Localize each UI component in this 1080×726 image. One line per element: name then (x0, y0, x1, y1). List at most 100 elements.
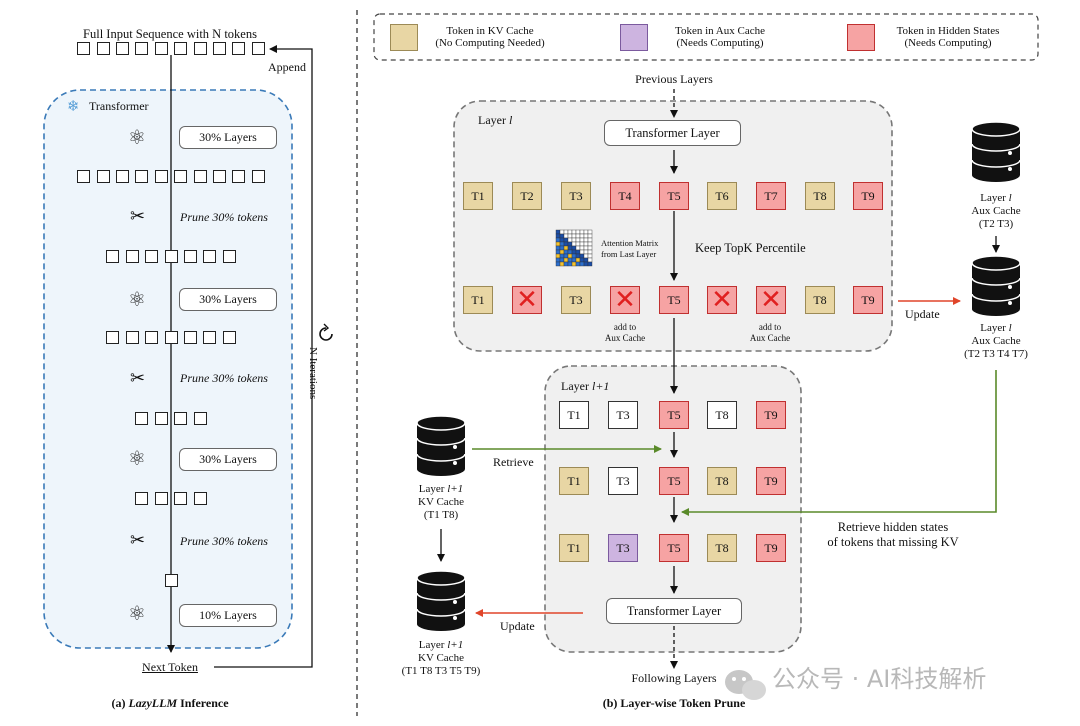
retrieve-hidden-line1: Retrieve hidden states (837, 520, 949, 534)
retrieve-label: Retrieve (493, 455, 534, 469)
token-cell: T5 (659, 467, 689, 495)
legend-aux-line1: Token in Aux Cache (675, 25, 765, 37)
token-cell: T5 (659, 534, 689, 562)
token-cell: T5 (659, 286, 689, 314)
layer-l-label: Layer l (478, 113, 512, 127)
token-square (135, 412, 149, 425)
token-cell: T4 (610, 182, 640, 210)
kv-cache-1-word: Layer (418, 483, 448, 495)
token-square (164, 331, 178, 344)
layer-l1-word: Layer (561, 379, 592, 393)
caption-a-emphasis: LazyLLM (128, 696, 178, 710)
token-square (183, 331, 197, 344)
layer-l1-var: l+1 (591, 379, 610, 393)
kv-cache-1-line1: Layer l+1 (418, 483, 464, 496)
kv-cache-2-line2: KV Cache (418, 652, 464, 665)
snowflake-icon: ❄ (67, 97, 80, 115)
pruned-token: ✕ (512, 286, 542, 314)
token-square (164, 574, 178, 587)
token-cell: T9 (756, 467, 786, 495)
token-square (116, 42, 129, 55)
token-square (183, 250, 197, 263)
aux-cache-db-2 (971, 255, 1021, 316)
token-cell: T9 (756, 534, 786, 562)
layers-box-3: 30% Layers (179, 448, 277, 471)
token-square (145, 331, 159, 344)
prune-label-1: Prune 30% tokens (180, 210, 268, 224)
legend-frame (373, 13, 1039, 61)
token-square (106, 331, 120, 344)
token-square (145, 250, 159, 263)
retrieve-hidden-arrow (681, 370, 997, 516)
add-to-aux-label-1: add to Aux Cache (605, 322, 645, 344)
keep-topk-label: Keep TopK Percentile (695, 241, 806, 255)
legend-kv-text: Token in KV Cache (No Computing Needed) (435, 25, 544, 49)
token-square (203, 331, 217, 344)
caption-a-prefix: (a) (111, 696, 129, 710)
next-token-label: Next Token (142, 660, 198, 674)
token-square (154, 492, 168, 505)
layer-l1-label: Layer l+1 (561, 379, 610, 393)
token-square (174, 170, 188, 183)
token-square (213, 42, 226, 55)
token-square (116, 170, 129, 183)
attention-matrix-label: Attention Matrix from Last Layer (601, 238, 658, 259)
legend-hidden-line1: Token in Hidden States (896, 25, 1000, 37)
token-square (232, 170, 246, 183)
prune-label-3: Prune 30% tokens (180, 534, 268, 548)
aux-cache-1-var: l (1008, 192, 1012, 204)
aux-cache-2-line1: Layer l (964, 322, 1028, 335)
retrieve-hidden-label: Retrieve hidden states of tokens that mi… (827, 520, 958, 550)
token-cell: T3 (608, 534, 638, 562)
kv-cache-1-label: Layer l+1 KV Cache (T1 T8) (418, 483, 464, 523)
token-square (77, 42, 91, 55)
kv-cache-db-2 (416, 570, 466, 631)
layers-box-4: 10% Layers (179, 604, 277, 627)
token-cell: T5 (659, 401, 689, 429)
layers-box-2: 30% Layers (179, 288, 277, 311)
token-cell: T6 (707, 182, 737, 210)
aux-cache-1-line3: (T2 T3) (978, 218, 1014, 231)
token-cell: T8 (805, 286, 835, 314)
add-to-line1: add to (758, 322, 782, 332)
token-square (135, 170, 149, 183)
transformer-layer-box-1: Transformer Layer (604, 120, 741, 146)
n-iterations-label: N Iterations (307, 347, 319, 400)
scissors-icon: ✂ (130, 530, 146, 551)
kv-cache-2-line3: (T1 T8 T3 T5 T9) (401, 665, 481, 678)
following-layers-label: Following Layers (631, 671, 717, 685)
attention-line1: Attention Matrix (601, 238, 659, 248)
aux-cache-2-word: Layer (980, 322, 1009, 334)
cross-icon: ✕ (516, 285, 538, 315)
token-cell: T1 (463, 182, 493, 210)
aux-cache-1-line1: Layer l (971, 192, 1020, 205)
aux-cache-2-label: Layer l Aux Cache (T2 T3 T4 T7) (964, 322, 1028, 362)
aux-cache-db-1 (971, 121, 1021, 182)
add-to-line1: add to (613, 322, 637, 332)
prune-label-2: Prune 30% tokens (180, 371, 268, 385)
aux-cache-2-var: l (1008, 322, 1012, 334)
token-cell: T9 (853, 182, 883, 210)
token-cell: T8 (805, 182, 835, 210)
caption-a: (a) LazyLLM Inference (111, 696, 228, 710)
token-cell: T8 (707, 534, 737, 562)
token-square (106, 250, 120, 263)
update-label-1: Update (905, 307, 940, 321)
token-square (222, 250, 236, 263)
legend-hidden-line2: (Needs Computing) (904, 37, 992, 50)
layer-l-word: Layer (478, 113, 509, 127)
token-square (193, 42, 207, 55)
pruned-token: ✕ (707, 286, 737, 314)
legend-kv-line1: Token in KV Cache (446, 25, 534, 37)
token-square (193, 412, 207, 425)
aux-cache-1-word: Layer (980, 192, 1009, 204)
token-square (77, 170, 91, 183)
token-cell: T1 (463, 286, 493, 314)
previous-layers-label: Previous Layers (635, 72, 713, 86)
token-square (222, 331, 236, 344)
legend-kv-swatch (390, 24, 418, 51)
aux-cache-1-line2: Aux Cache (971, 205, 1021, 218)
token-cell: T3 (608, 401, 638, 429)
